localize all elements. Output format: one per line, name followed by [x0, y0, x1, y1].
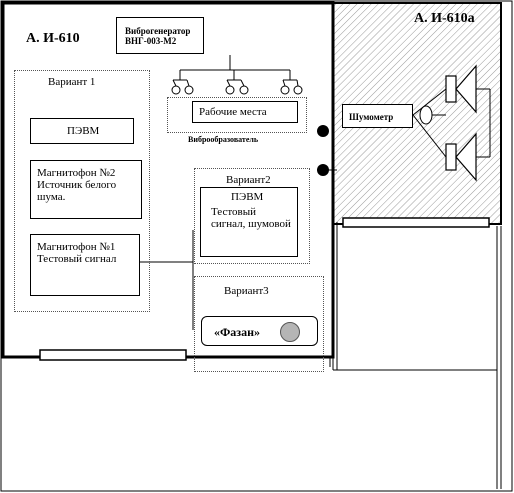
fazan-knob-icon	[280, 322, 300, 342]
variant2-pc-label: ПЭВМ	[231, 191, 264, 203]
fazan-device-label: «Фазан»	[214, 325, 261, 339]
variant2-area	[194, 168, 310, 264]
recorder2-label: Магнитофон №2 Источник белого шума.	[37, 167, 117, 203]
variant1-pc-label: ПЭВМ	[67, 125, 100, 137]
variant2-title: Вариант2	[226, 174, 271, 186]
workplaces-box: Рабочие места	[192, 101, 298, 123]
room-side-label: А. И-610а	[414, 11, 475, 26]
variant2-pc-box: ПЭВМ Тестовый сигнал, шумовой	[200, 187, 298, 257]
recorder1-box: Магнитофон №1 Тестовый сигнал	[30, 234, 140, 296]
variant3-area	[194, 276, 324, 372]
vibro-generator-box: Виброгенератор ВНГ-003-М2	[116, 17, 204, 54]
door-bar-bottom	[39, 349, 187, 361]
variant1-title: Вариант 1	[48, 76, 96, 88]
recorder1-label: Магнитофон №1 Тестовый сигнал	[37, 241, 117, 265]
vibro-transducers-label: Виброобразователь	[188, 135, 259, 144]
vibro-transducer-upper	[317, 125, 329, 137]
variant2-desc: Тестовый сигнал, шумовой	[211, 206, 291, 230]
vibro-transducer-lower	[317, 164, 329, 176]
workplaces-label: Рабочие места	[199, 106, 267, 118]
fazan-device-box: «Фазан»	[201, 316, 318, 346]
recorder2-box: Магнитофон №2 Источник белого шума.	[30, 160, 142, 219]
vibro-generator-label: Виброгенератор ВНГ-003-М2	[125, 26, 191, 46]
variant1-pc-box: ПЭВМ	[30, 118, 134, 144]
noise-generator-box: Шумометр	[342, 104, 413, 128]
room-main-label: А. И-610	[26, 31, 80, 46]
noise-generator-label: Шумометр	[349, 112, 394, 122]
workplaces-area	[167, 97, 307, 133]
variant1-area	[14, 70, 150, 312]
door-bar-right	[342, 217, 490, 228]
variant3-title: Вариант3	[224, 285, 269, 297]
